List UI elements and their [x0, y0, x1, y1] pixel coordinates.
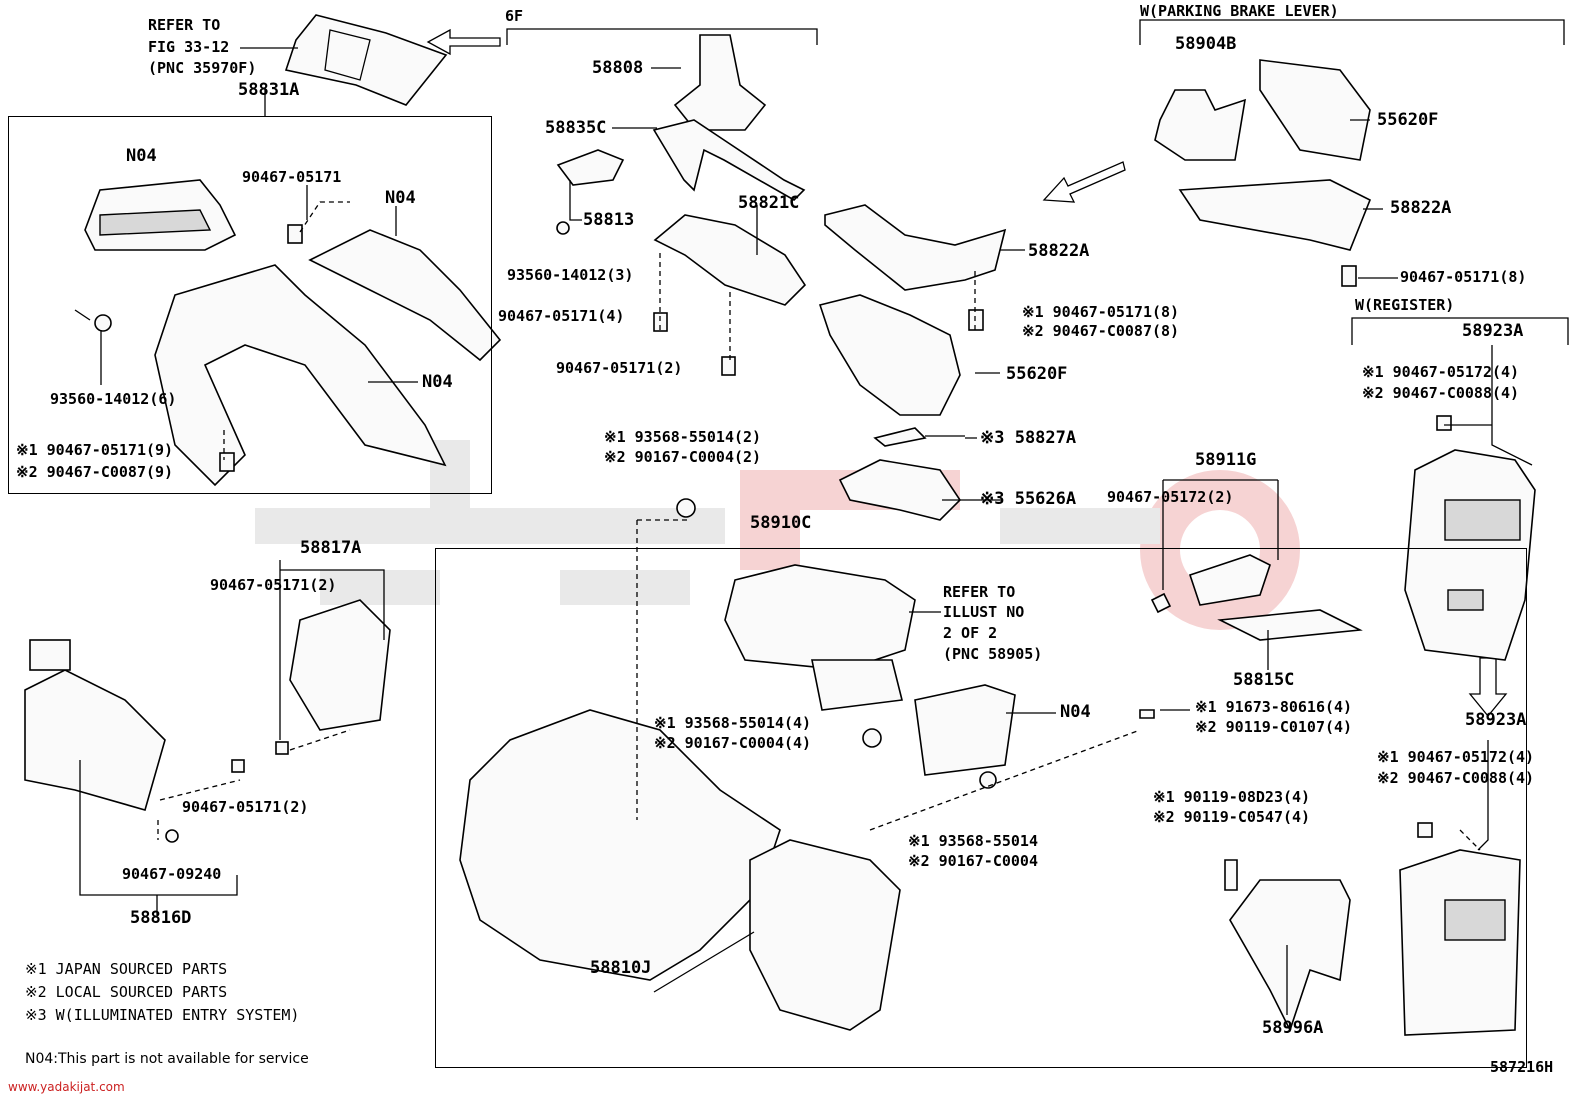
part-58835C: 58835C [545, 118, 607, 138]
part-58923A-top: 58923A [1462, 321, 1524, 341]
part-s1-90467-05172-4b: ※1 90467-05172(4) [1377, 748, 1535, 766]
part-n04-c: N04 [422, 372, 453, 392]
part-58816D: 58816D [130, 908, 192, 928]
part-58827A: ※3 58827A [980, 428, 1077, 448]
refer-fig-line1: REFER TO [148, 16, 221, 34]
part-58821C: 58821C [738, 193, 800, 213]
part-58815C: 58815C [1233, 670, 1295, 690]
diagram-code: 587216H [1490, 1058, 1554, 1076]
part-90467-05171-2c: 90467-05171(2) [182, 798, 309, 816]
part-90467-09240: 90467-09240 [122, 865, 222, 883]
part-90467-05172-2: 90467-05172(2) [1107, 488, 1234, 506]
part-s1-90467-05171-8: ※1 90467-05171(8) [1022, 303, 1180, 321]
part-58904B: 58904B [1175, 34, 1237, 54]
part-s2-90119-C0547-4: ※2 90119-C0547(4) [1153, 808, 1311, 826]
part-s2-90467-C0087-8: ※2 90467-C0087(8) [1022, 322, 1180, 340]
group-58831A-box [8, 116, 492, 494]
part-s2-90467-C0088-4a: ※2 90467-C0088(4) [1362, 384, 1520, 402]
part-58923A-bot: 58923A [1465, 710, 1527, 730]
part-s1-90119-08D23-4: ※1 90119-08D23(4) [1153, 788, 1311, 806]
part-58831A: 58831A [238, 80, 300, 100]
header-parking-brake: W(PARKING BRAKE LEVER) [1140, 2, 1339, 20]
header-register: W(REGISTER) [1355, 296, 1455, 314]
part-s1-93568-55014-4: ※1 93568-55014(4) [654, 714, 812, 732]
part-90467-05171-2a: 90467-05171(2) [556, 359, 683, 377]
part-55620F-mid: 55620F [1006, 364, 1068, 384]
arrow-left-icon [426, 28, 501, 56]
part-n04-a: N04 [126, 146, 157, 166]
part-93560-14012-3: 93560-14012(3) [507, 266, 634, 284]
part-s2-90167-C0004-2: ※2 90167-C0004(2) [604, 448, 762, 466]
legend-local: ※2 LOCAL SOURCED PARTS [25, 983, 228, 1001]
part-90467-05171: 90467-05171 [242, 168, 342, 186]
watermark-url: www.yadakijat.com [8, 1080, 125, 1094]
part-58817A: 58817A [300, 538, 362, 558]
part-58996A: 58996A [1262, 1018, 1324, 1038]
part-s2-90167-C0004: ※2 90167-C0004 [908, 852, 1038, 870]
header-6f: 6F [505, 7, 524, 25]
part-s1-93568-55014-2: ※1 93568-55014(2) [604, 428, 762, 446]
part-s2-90467-C0088-4b: ※2 90467-C0088(4) [1377, 769, 1535, 787]
part-58822A-mid: 58822A [1028, 241, 1090, 261]
part-s1-90467-05172-4a: ※1 90467-05172(4) [1362, 363, 1520, 381]
refer-illust-line2: ILLUST NO [943, 603, 1025, 621]
refer-illust-line4: (PNC 58905) [943, 645, 1043, 663]
part-n04-b: N04 [385, 188, 416, 208]
part-s2-90167-C0004-4: ※2 90167-C0004(4) [654, 734, 812, 752]
part-58911G: 58911G [1195, 450, 1257, 470]
part-90467-05171-4: 90467-05171(4) [498, 307, 625, 325]
arrow-diagonal-icon [1042, 161, 1126, 203]
refer-illust-line1: REFER TO [943, 583, 1016, 601]
bracket-register [1351, 317, 1569, 345]
part-90467-05171-2b: 90467-05171(2) [210, 576, 337, 594]
part-s1-93568-55014: ※1 93568-55014 [908, 832, 1038, 850]
bracket-parking [1139, 19, 1565, 45]
legend-illuminated: ※3 W(ILLUMINATED ENTRY SYSTEM) [25, 1006, 300, 1024]
part-s2-90119-C0107-4: ※2 90119-C0107(4) [1195, 718, 1353, 736]
part-55626A: ※3 55626A [980, 489, 1077, 509]
part-58813: 58813 [583, 210, 635, 230]
group-58910C-box [435, 548, 1527, 1068]
part-55620F-right: 55620F [1377, 110, 1439, 130]
part-s1-91673-80616-4: ※1 91673-80616(4) [1195, 698, 1353, 716]
arrow-down-icon [1468, 657, 1508, 718]
part-93560-14012-6: 93560-14012(6) [50, 390, 177, 408]
part-s1-90467-05171-9: ※1 90467-05171(9) [16, 441, 174, 459]
part-90467-05171-8: 90467-05171(8) [1400, 268, 1527, 286]
part-s2-90467-C0087-9: ※2 90467-C0087(9) [16, 463, 174, 481]
footnote-n04: N04:This part is not available for servi… [25, 1051, 309, 1067]
part-n04-d: N04 [1060, 702, 1091, 722]
legend-japan: ※1 JAPAN SOURCED PARTS [25, 960, 228, 978]
refer-fig-line3: (PNC 35970F) [148, 59, 257, 77]
part-58822A-right: 58822A [1390, 198, 1452, 218]
refer-fig-line2: FIG 33-12 [148, 38, 230, 56]
part-58910C: 58910C [750, 513, 812, 533]
part-58810J: 58810J [590, 958, 652, 978]
refer-illust-line3: 2 OF 2 [943, 624, 998, 642]
part-58808: 58808 [592, 58, 644, 78]
bracket-6f [506, 28, 818, 45]
